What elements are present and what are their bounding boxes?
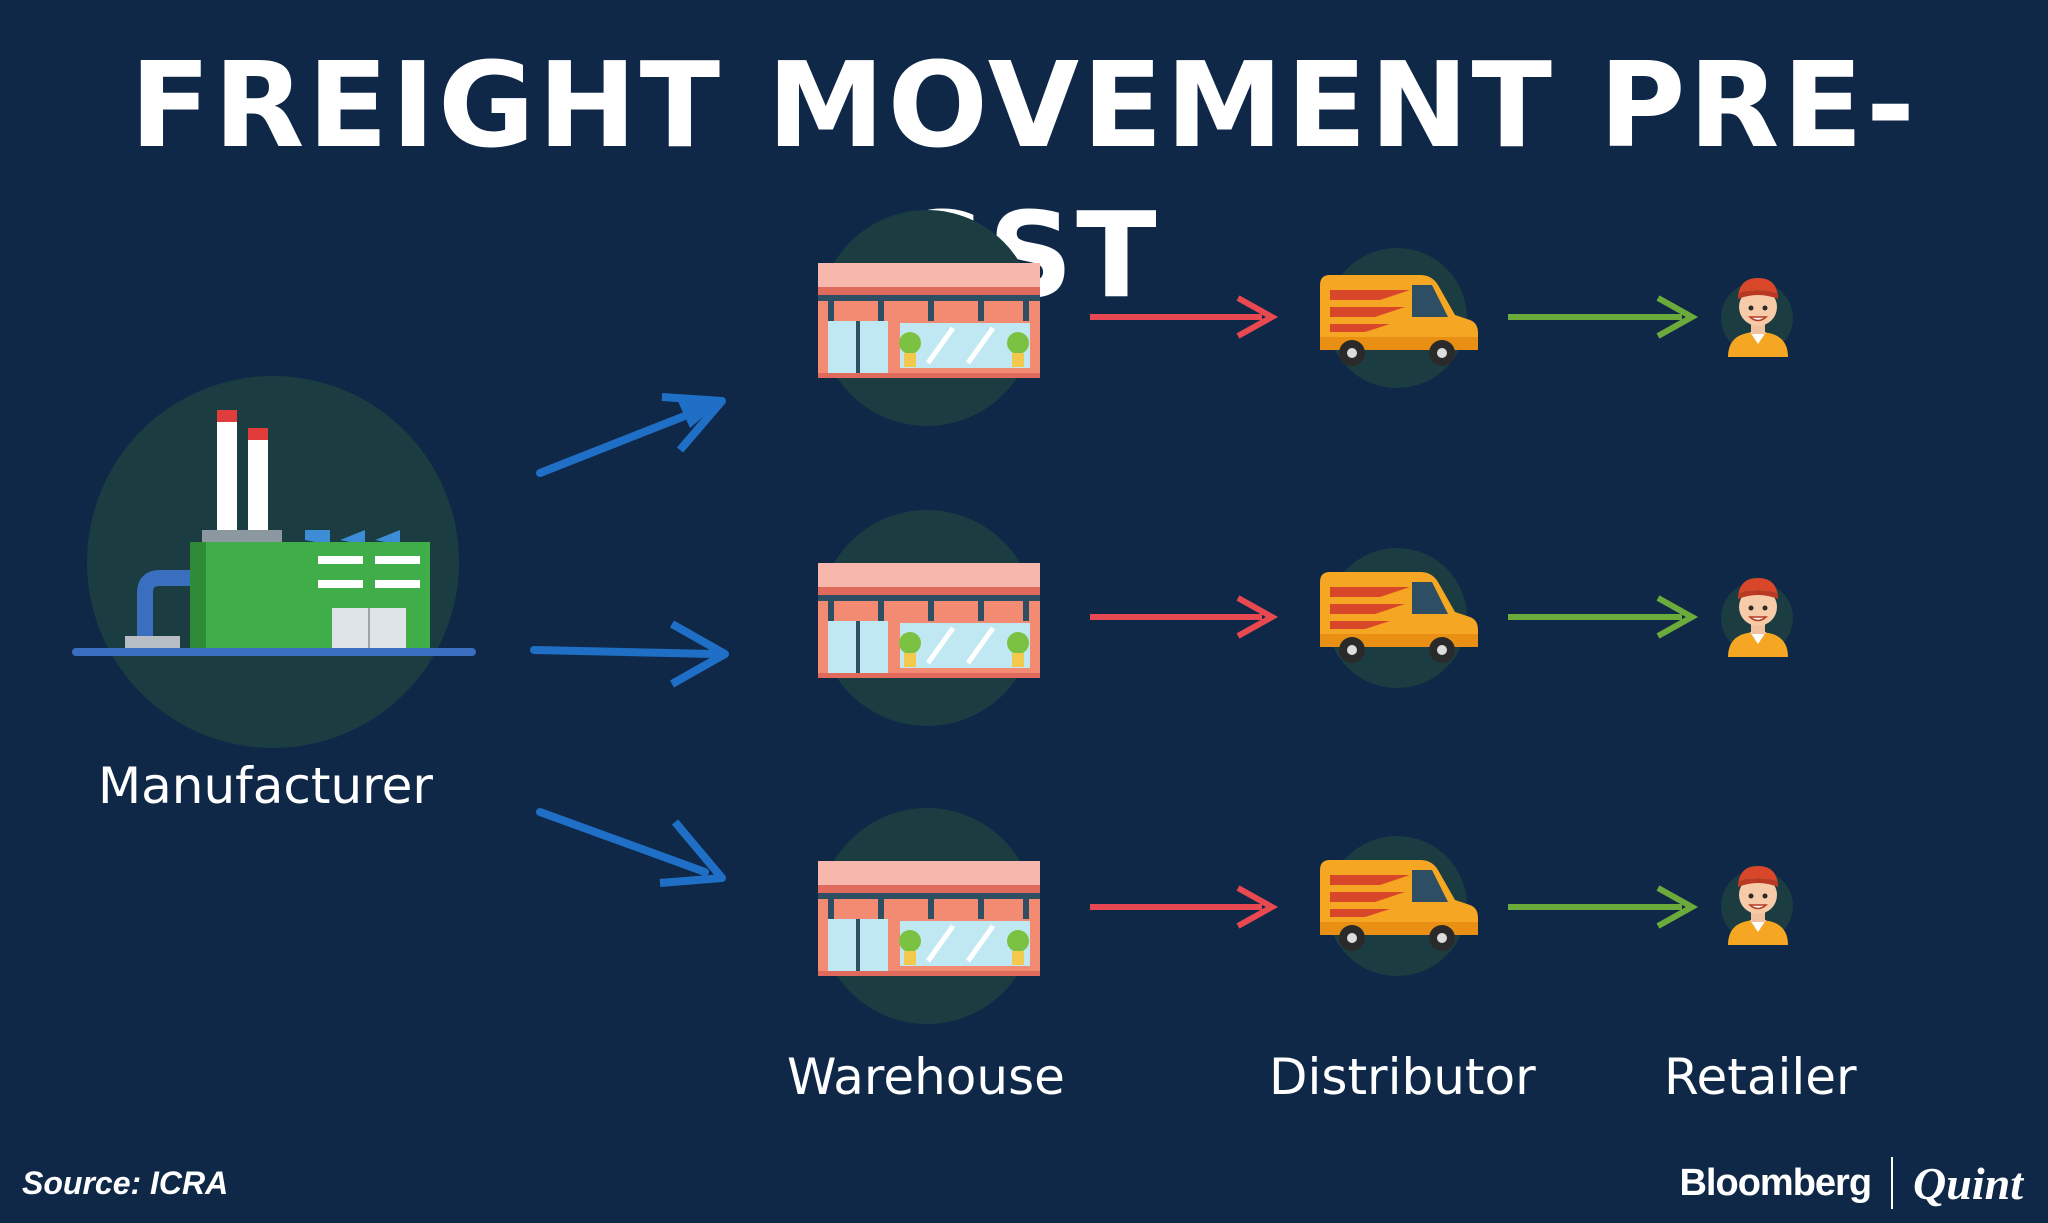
brand-divider (1891, 1157, 1894, 1209)
warehouse-icon (818, 861, 1040, 976)
flow-row-2 (818, 510, 1793, 726)
warehouse-arrow (1090, 295, 1279, 339)
warehouse-icon (818, 263, 1040, 378)
manufacturer-node (72, 376, 476, 748)
brand-primary: Bloomberg (1679, 1161, 1872, 1204)
warehouse-arrow (1090, 885, 1279, 929)
factory-icon (72, 410, 476, 656)
warehouse-icon (818, 563, 1040, 678)
manufacturer-arrow-3 (536, 808, 726, 887)
brand-secondary: Quint (1913, 1157, 2023, 1209)
retailer-label: Retailer (1664, 1048, 1857, 1106)
distributor-arrow (1508, 595, 1699, 639)
manufacturer-arrow-1 (536, 393, 726, 477)
warehouse-label: Warehouse (787, 1048, 1065, 1106)
distributor-arrow (1508, 295, 1699, 339)
flow-row-1 (818, 210, 1793, 426)
warehouse-arrow (1090, 595, 1279, 639)
distributor-label: Distributor (1269, 1048, 1536, 1106)
manufacturer-arrows (530, 393, 729, 887)
page-title: FREIGHT MOVEMENT PRE-GST (130, 36, 1918, 324)
distributor-arrow (1508, 885, 1699, 929)
manufacturer-label: Manufacturer (98, 757, 433, 815)
flow-row-3 (818, 808, 1793, 1024)
brand-logo: Bloomberg Quint (1679, 1155, 2023, 1211)
manufacturer-arrow-2 (530, 620, 729, 688)
source-note: Source: ICRA (22, 1165, 229, 1201)
